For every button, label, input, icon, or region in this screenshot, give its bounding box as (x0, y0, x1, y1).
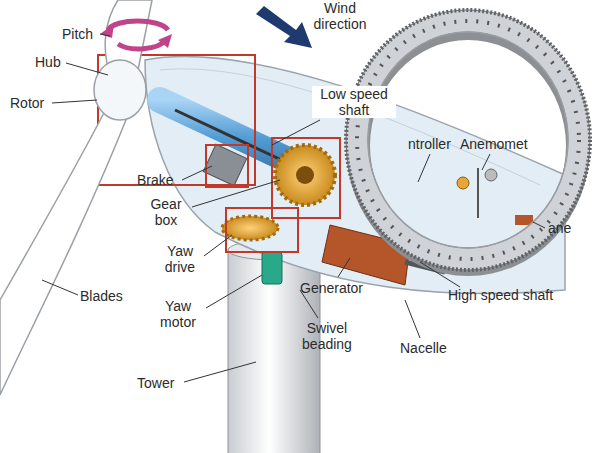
part-label: Generator (300, 280, 363, 296)
part-label: Wind direction (300, 0, 380, 32)
part-label: Tower (137, 375, 174, 391)
part-label: Pitch (62, 26, 93, 42)
slewing-ring (346, 10, 590, 276)
part-label: High speed shaft (448, 287, 558, 303)
part-label: ntroller (408, 136, 451, 152)
hub (94, 60, 146, 120)
leader-lines (42, 34, 545, 382)
gearbox (275, 145, 335, 205)
part-label: Gear box (140, 196, 192, 228)
part-label: Brake (137, 172, 174, 188)
part-label: Nacelle (400, 340, 447, 356)
part-label: Low speed shaft (312, 86, 396, 118)
part-label: Swivel beading (296, 320, 358, 352)
part-label: Rotor (10, 95, 44, 111)
part-label: Yaw motor (150, 298, 206, 330)
wind-arrow (256, 6, 312, 48)
part-label: Hub (35, 54, 61, 70)
part-label: Blades (80, 288, 123, 304)
part-label: Anemomet (460, 136, 528, 152)
part-label: Yaw drive (156, 243, 204, 275)
part-label: ane (548, 220, 571, 236)
blade (0, 105, 128, 395)
